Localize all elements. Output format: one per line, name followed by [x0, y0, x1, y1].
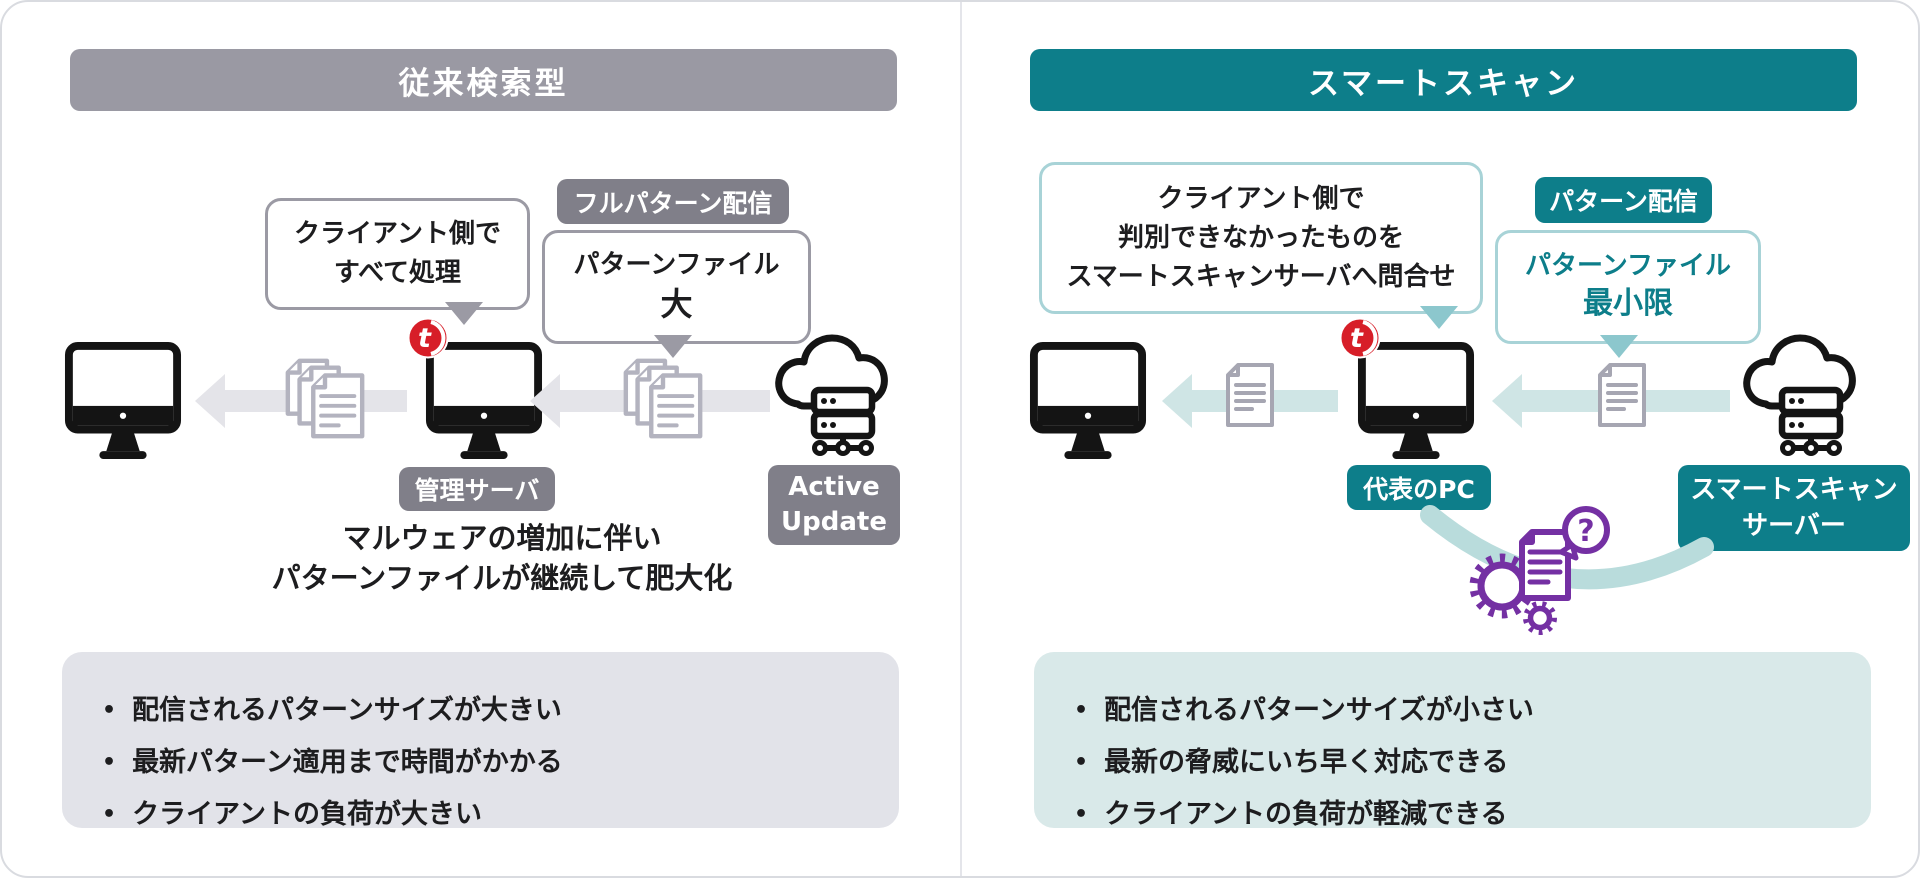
- callout-line: スマートスキャンサーバへ問合せ: [1066, 261, 1456, 292]
- panel-divider: [960, 2, 962, 876]
- desktop-client-icon: [64, 342, 182, 460]
- active-update-badge: Active Update: [768, 465, 900, 545]
- svg-text:t: t: [418, 323, 432, 354]
- panel-title-traditional: 従来検索型: [70, 49, 897, 111]
- trend-micro-logo-icon: t: [1339, 317, 1381, 359]
- desktop-management-server-icon: [425, 342, 543, 460]
- pattern-file-minimal-box: パターンファイル 最小限: [1495, 230, 1761, 344]
- caption-line: パターンファイルが継続して肥大化: [271, 561, 733, 596]
- representative-pc-badge: 代表のPC: [1347, 465, 1491, 510]
- documents-stack-icon: [623, 358, 703, 439]
- pattern-file-large-box: パターンファイル 大: [542, 230, 811, 344]
- badge-text: Update: [781, 507, 887, 537]
- svg-text:t: t: [1350, 323, 1364, 354]
- bullet-text: 最新パターン適用まで時間がかかる: [132, 747, 563, 778]
- badge-text: パターン配信: [1549, 187, 1698, 216]
- callout-smartscan-query: クライアント側で 判別できなかったものを スマートスキャンサーバへ問合せ: [1039, 162, 1483, 314]
- list-item: 最新パターン適用まで時間がかかる: [102, 740, 869, 779]
- document-icon: [1598, 363, 1646, 427]
- list-item: 配信されるパターンサイズが小さい: [1074, 688, 1841, 727]
- panel-title-smartscan: スマートスキャン: [1030, 49, 1857, 111]
- badge-text: 管理サーバ: [414, 476, 540, 505]
- traditional-caption: マルウェアの増加に伴い パターンファイルが継続して肥大化: [122, 518, 882, 598]
- bullet-text: 最新の脅威にいち早く対応できる: [1104, 747, 1509, 778]
- callout-pointer-icon: [1420, 306, 1458, 329]
- badge-text: 代表のPC: [1363, 474, 1475, 504]
- bullet-text: 配信されるパターンサイズが小さい: [1104, 695, 1534, 726]
- panel-title-text: スマートスキャン: [1307, 65, 1580, 102]
- caption-line: マルウェアの増加に伴い: [342, 521, 662, 555]
- pattern-delivery-badge: パターン配信: [1535, 177, 1712, 223]
- full-pattern-delivery-badge: フルパターン配信: [557, 179, 789, 224]
- list-item: 最新の脅威にいち早く対応できる: [1074, 740, 1841, 779]
- smart-scan-server-badge: スマートスキャン サーバー: [1678, 465, 1910, 551]
- bullet-text: クライアントの負荷が軽減できる: [1104, 799, 1508, 830]
- pattern-file-size: 最小限: [1583, 286, 1673, 322]
- cloud-server-icon: [1743, 334, 1856, 456]
- badge-text: Active: [788, 471, 880, 502]
- list-item: 配信されるパターンサイズが大きい: [102, 688, 869, 727]
- callout-pointer-icon: [445, 302, 483, 325]
- pattern-file-label: パターンファイル: [1525, 251, 1731, 282]
- desktop-representative-pc-icon: [1357, 342, 1475, 460]
- list-item: クライアントの負荷が大きい: [102, 792, 869, 831]
- box-pointer-icon: [1600, 335, 1638, 358]
- gear-document-query-icon: ?: [1469, 506, 1610, 635]
- documents-stack-icon: [285, 358, 365, 439]
- pattern-file-label: パターンファイル: [573, 249, 780, 280]
- panel-title-text: 従来検索型: [398, 65, 569, 102]
- document-icon: [1226, 363, 1274, 427]
- management-server-badge: 管理サーバ: [399, 467, 555, 511]
- badge-text: サーバー: [1742, 511, 1846, 541]
- callout-line: クライアント側で: [294, 219, 501, 249]
- list-item: クライアントの負荷が軽減できる: [1074, 792, 1841, 831]
- badge-text: フルパターン配信: [573, 188, 773, 218]
- desktop-client-icon: [1029, 342, 1147, 460]
- callout-line: クライアント側で: [1157, 183, 1365, 214]
- trend-micro-logo-icon: t: [407, 317, 449, 359]
- pattern-file-size: 大: [660, 284, 693, 323]
- smartscan-summary-box: 配信されるパターンサイズが小さい 最新の脅威にいち早く対応できる クライアントの…: [1034, 652, 1871, 831]
- traditional-summary-box: 配信されるパターンサイズが大きい 最新パターン適用まで時間がかかる クライアント…: [62, 652, 899, 831]
- callout-line: 判別できなかったものを: [1117, 222, 1404, 253]
- svg-text:?: ?: [1577, 514, 1594, 549]
- box-pointer-icon: [654, 335, 692, 358]
- badge-text: スマートスキャン: [1690, 474, 1898, 505]
- bullet-text: クライアントの負荷が大きい: [132, 799, 482, 830]
- cloud-server-icon: [775, 334, 888, 456]
- bullet-text: 配信されるパターンサイズが大きい: [132, 695, 562, 726]
- callout-line: すべて処理: [333, 258, 462, 288]
- callout-client-processing: クライアント側で すべて処理: [265, 198, 530, 310]
